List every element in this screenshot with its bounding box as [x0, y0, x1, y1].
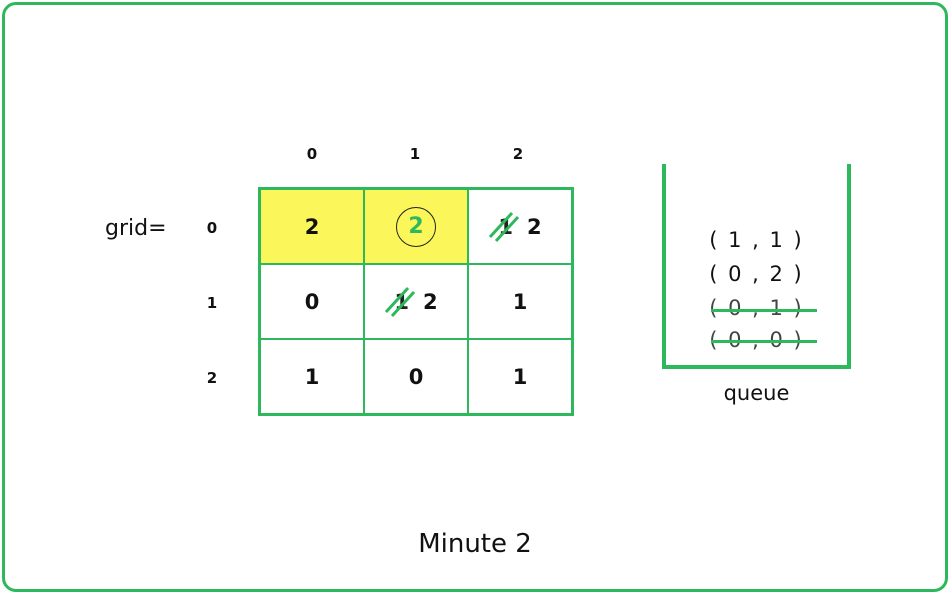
grid: 2 2 1 2 0 1 2 1 1 0 — [258, 187, 574, 416]
row-index-2: 2 — [206, 369, 218, 387]
old-value: 1 — [489, 211, 520, 242]
strikethrough-line — [711, 340, 817, 343]
double-strike-icon — [489, 211, 520, 242]
grid-cell-0-2: 1 2 — [468, 189, 572, 264]
grid-cell-1-1: 1 2 — [364, 264, 468, 339]
col-index-1: 1 — [409, 145, 421, 163]
cell-value: 0 — [408, 364, 424, 389]
cell-value: 0 — [304, 289, 320, 314]
queue-item-removed: ( 0 , 1 ) — [709, 296, 804, 320]
row-index-0: 0 — [206, 219, 218, 237]
col-index-0: 0 — [306, 145, 318, 163]
cell-value: 1 — [512, 364, 528, 389]
queue-container: ( 1 , 1 ) ( 0 , 2 ) ( 0 , 1 ) ( 0 , 0 ) — [662, 164, 851, 369]
new-value: 2 — [527, 214, 542, 239]
new-value: 2 — [423, 289, 438, 314]
grid-cell-1-0: 0 — [260, 264, 364, 339]
circled-cell-value: 2 — [396, 206, 436, 247]
grid-cell-2-0: 1 — [260, 339, 364, 414]
cell-value: 1 — [304, 364, 320, 389]
double-strike-icon — [385, 286, 416, 317]
grid-label: grid= — [105, 216, 167, 241]
grid-cell-0-0: 2 — [260, 189, 364, 264]
queue-outline — [662, 164, 851, 369]
col-index-2: 2 — [512, 145, 524, 163]
strikethrough-line — [711, 309, 817, 312]
queue-item: ( 0 , 2 ) — [709, 262, 804, 286]
queue-item: ( 1 , 1 ) — [709, 228, 804, 252]
grid-cell-2-1: 0 — [364, 339, 468, 414]
cell-value: 2 — [304, 214, 320, 239]
row-index-1: 1 — [206, 294, 218, 312]
minute-caption: Minute 2 — [418, 529, 532, 559]
old-value: 1 — [385, 286, 416, 317]
cell-value: 1 — [512, 289, 528, 314]
queue-label: queue — [723, 381, 790, 405]
grid-cell-1-2: 1 — [468, 264, 572, 339]
grid-cell-0-1: 2 — [364, 189, 468, 264]
grid-cell-2-2: 1 — [468, 339, 572, 414]
